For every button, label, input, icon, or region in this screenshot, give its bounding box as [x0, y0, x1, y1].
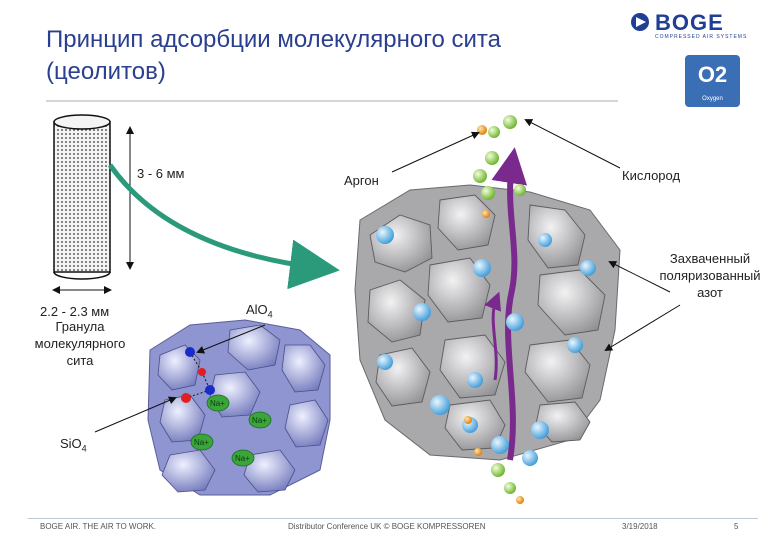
- zeolite-crystal-right: [354, 184, 621, 461]
- brand-logo: BOGE: [655, 10, 724, 35]
- sodium-label-1: Na+: [210, 399, 225, 408]
- brand-tagline: COMPRESSED AIR SYSTEMS: [655, 34, 748, 40]
- footer-divider: [28, 518, 758, 519]
- footer-page-number: 5: [734, 522, 739, 531]
- alo4-molecule: [181, 347, 215, 403]
- oxygen-molecules: [473, 115, 526, 494]
- length-label: 3 - 6 мм: [137, 166, 185, 181]
- oxygen-label: Кислород: [622, 168, 681, 183]
- zeolite-crystal-left: [147, 319, 331, 496]
- sio4-label: SiO4: [60, 436, 87, 454]
- granule-cylinder: [53, 114, 111, 280]
- alo4-label: AlO4: [246, 302, 273, 320]
- footer-date: 3/19/2018: [622, 522, 658, 531]
- sodium-ions: [190, 394, 272, 467]
- title-line-1: Принцип адсорбции молекулярного сита: [46, 26, 501, 53]
- page-title: Принцип адсорбции молекулярного сита (це…: [46, 24, 646, 88]
- sodium-label-3: Na+: [194, 438, 209, 447]
- oxygen-badge: [685, 55, 740, 107]
- title-line-2: (цеолитов): [46, 58, 166, 85]
- nitrogen-label: Захваченный поляризованный азот: [659, 251, 761, 300]
- sodium-label-4: Na+: [235, 454, 250, 463]
- footer-event: Distributor Conference UK © BOGE KOMPRES…: [288, 522, 486, 531]
- footer-slogan: BOGE AIR. THE AIR TO WORK.: [40, 522, 157, 531]
- oxygen-badge-text: O2: [697, 62, 728, 87]
- diameter-label: 2.2 - 2.3 мм: [40, 304, 110, 319]
- argon-label: Аргон: [344, 173, 379, 188]
- oxygen-badge-caption: Oxygen: [702, 96, 723, 102]
- nitrogen-molecules: [376, 226, 596, 466]
- sodium-label-2: Na+: [252, 416, 267, 425]
- granule-label: Гранула молекулярного сита: [34, 319, 126, 368]
